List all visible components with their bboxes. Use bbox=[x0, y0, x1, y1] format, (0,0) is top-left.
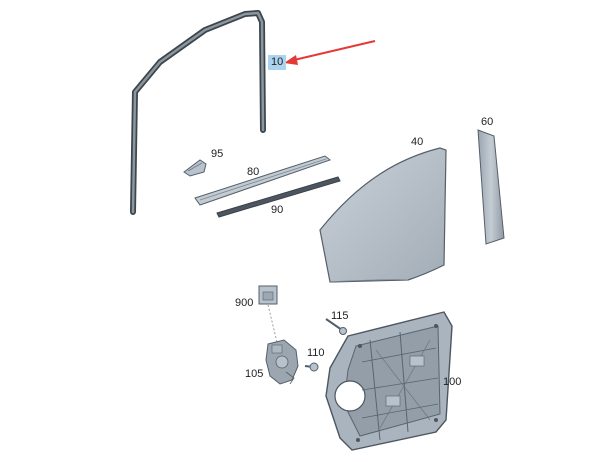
part-40-door-glass bbox=[319, 147, 447, 283]
pointer-arrow bbox=[284, 40, 376, 65]
part-100-door-carrier-panel bbox=[325, 311, 453, 451]
label-part-900[interactable]: 900 bbox=[235, 297, 254, 309]
label-part-80[interactable]: 80 bbox=[247, 166, 260, 178]
part-90-window-strip-inner bbox=[216, 176, 341, 218]
label-part-40[interactable]: 40 bbox=[411, 136, 424, 148]
part-95-clip bbox=[183, 159, 207, 177]
label-part-95[interactable]: 95 bbox=[211, 148, 224, 160]
label-part-105[interactable]: 105 bbox=[245, 368, 264, 380]
part-115-screw bbox=[325, 318, 347, 335]
label-part-10[interactable]: 10 bbox=[268, 55, 287, 70]
label-part-90[interactable]: 90 bbox=[271, 204, 284, 216]
part-105-regulator-motor bbox=[265, 339, 299, 385]
label-part-60[interactable]: 60 bbox=[481, 116, 494, 128]
label-part-100[interactable]: 100 bbox=[443, 376, 462, 388]
part-60-pillar-trim bbox=[477, 129, 505, 245]
part-110-bolt bbox=[304, 362, 319, 372]
part-10-frame-seal bbox=[130, 10, 266, 215]
label-part-115[interactable]: 115 bbox=[331, 310, 349, 322]
part-80-window-strip-outer bbox=[194, 155, 332, 206]
part-900-module bbox=[258, 285, 279, 347]
label-part-110[interactable]: 110 bbox=[307, 347, 325, 359]
